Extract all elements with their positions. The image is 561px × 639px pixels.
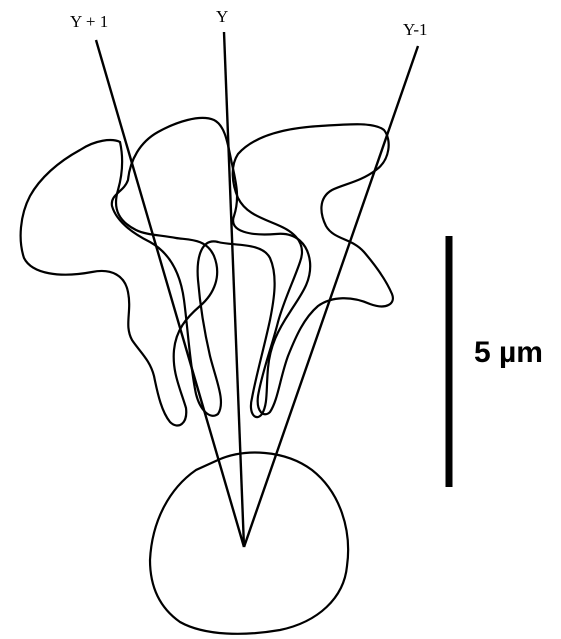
label-y: Y — [216, 7, 228, 26]
reference-line-y-plus-1 — [96, 40, 244, 547]
reference-line-y — [224, 32, 244, 547]
process-outline-y-plus-1 — [21, 140, 218, 425]
label-y-plus-1: Y + 1 — [70, 12, 108, 31]
cell-body-outline — [150, 453, 348, 634]
process-outline-y — [112, 118, 310, 417]
label-y-minus-1: Y-1 — [403, 20, 428, 39]
process-outline-y-minus-1 — [233, 124, 393, 414]
scale-bar-label: 5 µm — [474, 336, 543, 369]
